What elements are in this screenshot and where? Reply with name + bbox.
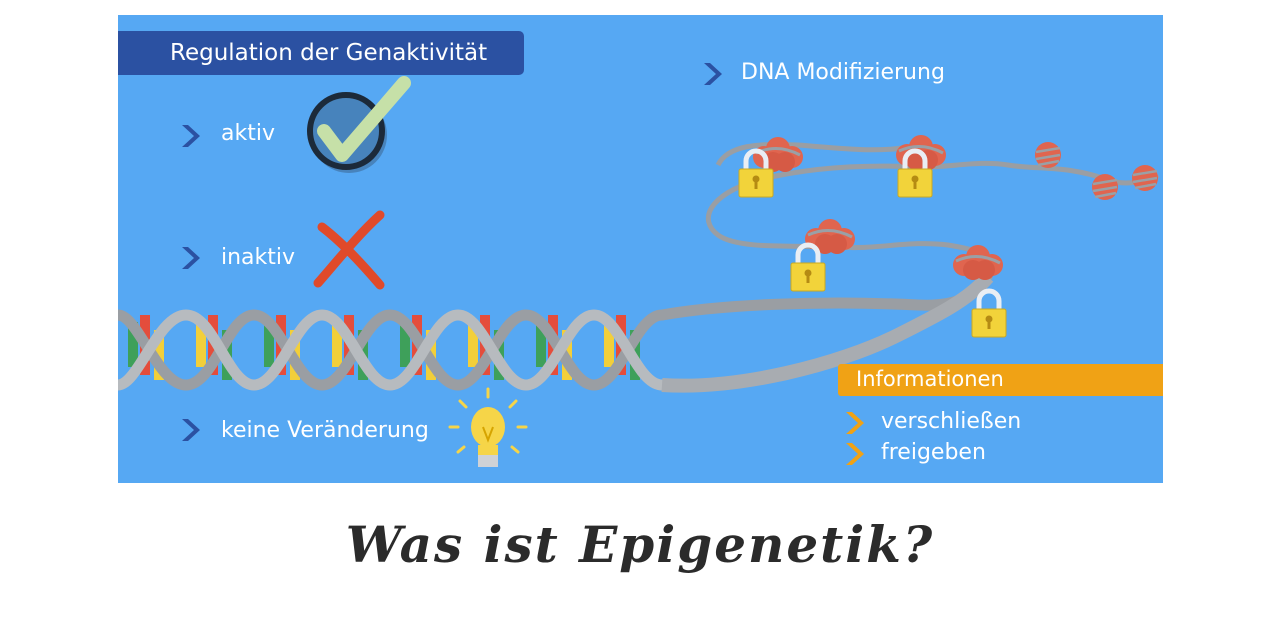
label-verschliessen: verschließen [881, 409, 1022, 434]
checkmark-icon [307, 76, 411, 173]
label-freigeben: freigeben [881, 440, 986, 465]
chromatin-fiber [706, 160, 1160, 279]
epigenetics-panel: Regulation der Genaktivität aktiv inakti… [118, 15, 1163, 483]
caption: Was ist Epigenetik? [345, 515, 935, 574]
chromatin-fiber-top [715, 141, 909, 167]
label-dna-modifizierung: DNA Modifizierung [741, 60, 945, 85]
cross-icon [313, 210, 385, 290]
title-banner: Regulation der Genaktivität [118, 31, 524, 75]
info-banner: Informationen [838, 364, 1163, 396]
illustration [118, 63, 1160, 467]
nucleosome-icon [751, 133, 1005, 282]
lightbulb-icon [448, 387, 528, 467]
label-aktiv: aktiv [221, 121, 275, 146]
info-title: Informationen [856, 367, 1004, 391]
label-inaktiv: inaktiv [221, 245, 296, 270]
dna-helix-icon [118, 272, 994, 393]
chevron-right-icon [182, 63, 864, 465]
label-keine-veraenderung: keine Veränderung [221, 418, 429, 443]
panel-title: Regulation der Genaktivität [170, 40, 488, 66]
